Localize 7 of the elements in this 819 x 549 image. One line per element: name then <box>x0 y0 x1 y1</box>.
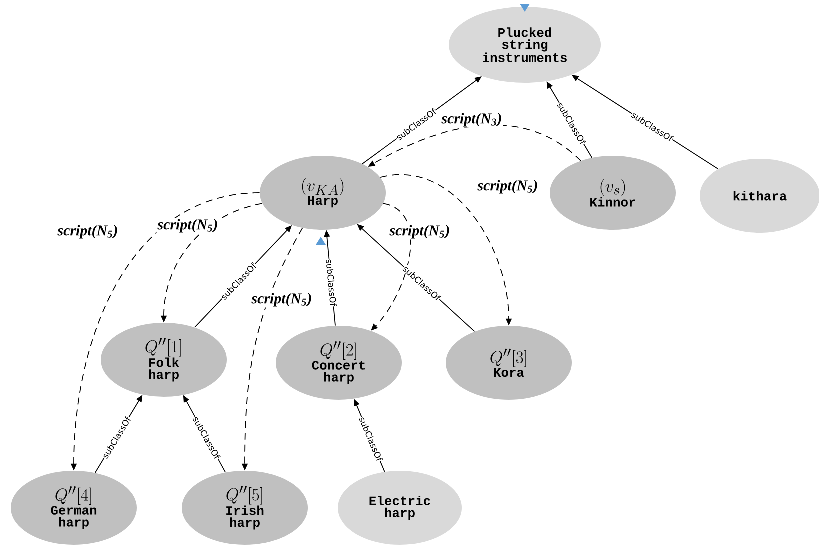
edge-label: subClassOf <box>325 258 338 308</box>
arrow <box>371 203 412 331</box>
edge-label: script(N$_{5}$) <box>56 224 120 240</box>
edge-label: script(N$_{5}$) <box>156 218 220 234</box>
edge-label: script(N$_{3}$) <box>440 112 504 128</box>
edge-label: script(N$_{5}$) <box>388 224 452 240</box>
edge-label: script(N$_{5}$) <box>476 179 540 195</box>
